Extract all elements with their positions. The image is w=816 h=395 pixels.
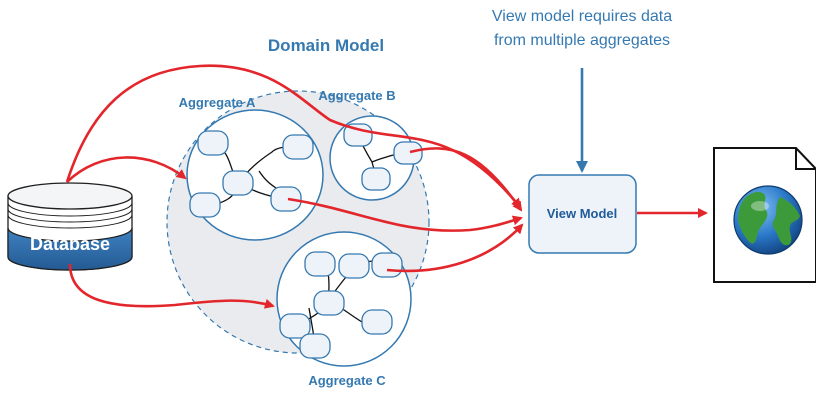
aggregate-c-label: Aggregate C (308, 373, 386, 388)
aggregate-a (186, 109, 324, 241)
annotation-line-2: from multiple aggregates (494, 32, 670, 49)
aggregate-b-label: Aggregate B (318, 88, 395, 103)
database-label: Database (30, 234, 110, 254)
globe-icon (733, 185, 803, 255)
arrow-aggregate-c-to-view-model (386, 223, 524, 273)
aggregate-c (276, 231, 412, 367)
arrow-db-to-aggregate-c (68, 263, 275, 309)
annotation-line-1: View model requires data (492, 8, 672, 25)
database-cylinder: Database (7, 182, 133, 271)
domain-model-title: Domain Model (268, 36, 384, 55)
arrow-aggregate-b-to-view-model (409, 147, 523, 212)
arrow-db-to-aggregate-a (66, 156, 187, 183)
view-model-node: View Model (528, 174, 637, 254)
arrow-db-to-aggregate-b (65, 64, 522, 209)
data-flow-arrows (65, 64, 708, 309)
view-model-label: View Model (547, 206, 618, 221)
aggregate-b (329, 115, 423, 201)
aggregate-a-label: Aggregate A (179, 95, 256, 110)
arrow-aggregate-a-to-view-model (287, 197, 523, 232)
